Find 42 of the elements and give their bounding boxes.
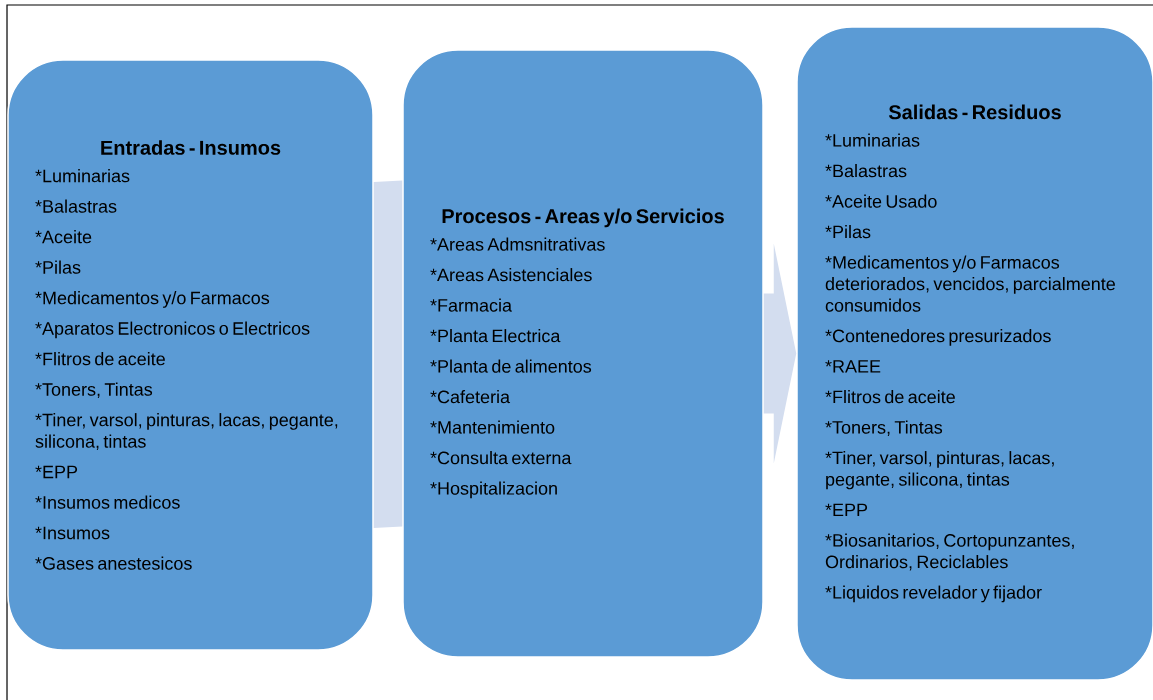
list-item: *RAEE (825, 360, 881, 373)
list-item: *Mantenimiento (430, 420, 555, 434)
list-item: *Balastras (35, 199, 117, 213)
list-item: *Toners, Tintas (825, 420, 943, 436)
list-item: *Luminarias (35, 169, 130, 183)
list-item: *Luminarias (825, 133, 920, 147)
list-item: *EPP (825, 503, 868, 517)
list-item: *Aceite (35, 230, 92, 244)
list-item: *Planta Electrica (430, 329, 561, 343)
rounded-box (796, 26, 1153, 681)
list-item: *Aceite Usado (825, 194, 937, 208)
list-item: *Balastras (825, 164, 907, 178)
list-item: *Medicamentos y/o Farmacos deteriorados, vencidos, parcialmente consumidos (825, 255, 1115, 312)
list-item: *Flitros de aceite (825, 390, 955, 404)
list-item: *Consulta externa (430, 451, 572, 465)
list-item: *Aparatos Electronicos o Electricos (35, 321, 310, 339)
list-item: *Contenedores presurizados (825, 329, 1051, 346)
box-heading: Entradas - Insumos (101, 140, 281, 155)
list-item: *Biosanitarios, Cortopunzantes, Ordinarios, Reciclables (825, 533, 1074, 571)
list-item: *Liquidos revelador y fijador (825, 585, 1042, 603)
list-item: *Insumos medicos (35, 495, 180, 509)
list-item: *Toners, Tintas (35, 382, 153, 398)
list-item: *Pilas (35, 260, 81, 274)
rounded-box (7, 59, 374, 651)
list-item: *Farmacia (430, 298, 512, 312)
list-item: *Planta de alimentos (430, 359, 592, 373)
box-heading: Procesos - Areas y/o Servicios (442, 208, 724, 228)
list-item: *Flitros de aceite (35, 352, 165, 366)
process-arrow-band (373, 180, 403, 528)
rounded-box (402, 49, 764, 658)
list-item: *Medicamentos y/o Farmacos (35, 291, 270, 308)
list-item: *Areas Asistenciales (430, 268, 592, 282)
list-item: *Tiner, varsol, pinturas, lacas, pegante, silicona, tintas (825, 451, 1054, 490)
list-item: *EPP (35, 465, 78, 479)
list-item: *Tiner, varsol, pinturas, lacas, pegante, silicona, tintas (35, 413, 338, 450)
box-heading: Salidas - Residuos (888, 104, 1061, 120)
list-item: *Pilas (825, 225, 871, 239)
list-item: *Cafeteria (430, 390, 511, 404)
list-item: *Areas Admsnitrativas (430, 237, 605, 251)
list-item: *Insumos (35, 526, 110, 540)
list-item: *Gases anestesicos (35, 556, 192, 570)
list-item: *Hospitalizacion (430, 481, 557, 499)
